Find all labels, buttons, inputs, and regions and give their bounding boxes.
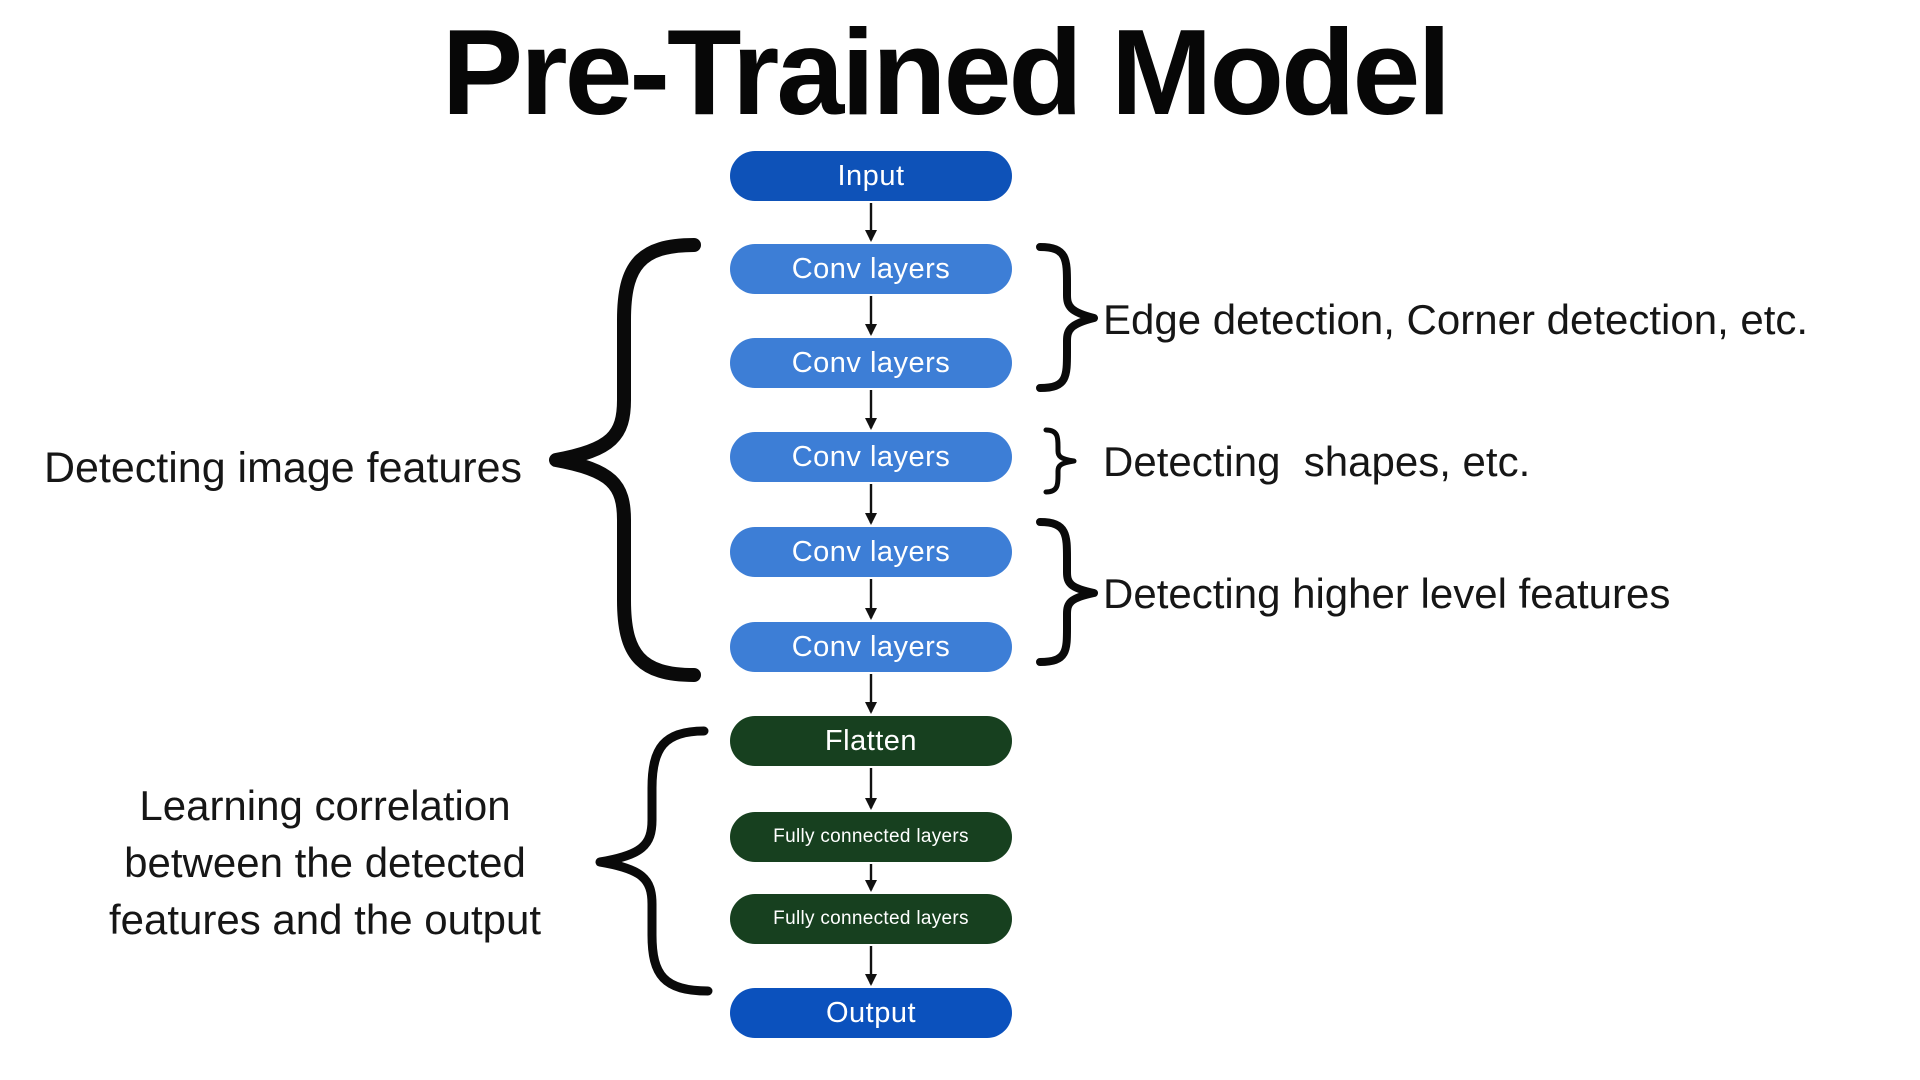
page-title: Pre-Trained Model [441,4,1452,140]
node-label: Conv layers [791,252,951,285]
node-label: Flatten [824,724,918,757]
node-fc-1: Fully connected layers [730,812,1012,862]
left-dense-brace [595,726,713,996]
right-higher-brace [1036,518,1098,666]
node-label: Fully connected layers [773,826,969,847]
node-label: Conv layers [791,440,951,473]
annotation-line: features and the output [109,896,541,943]
annotation-line: Learning correlation [139,782,511,829]
node-conv-4: Conv layers [730,527,1012,577]
annotation-detecting-shapes: Detecting shapes, etc. [1103,438,1531,485]
node-label: Conv layers [791,630,951,663]
annotation-detecting-image-features: Detecting image features [43,444,522,492]
annotation-higher-level-features: Detecting higher level features [1103,570,1671,617]
annotation-edge-detection: Edge detection, Corner detection, etc. [1103,296,1809,343]
left-conv-brace [549,238,701,682]
node-conv-2: Conv layers [730,338,1012,388]
node-conv-3: Conv layers [730,432,1012,482]
node-conv-5: Conv layers [730,622,1012,672]
node-label: Conv layers [791,535,951,568]
right-edge-brace [1036,243,1098,392]
node-label: Output [825,996,917,1029]
right-shapes-brace [1043,427,1077,495]
annotation-learning-correlation: Learning correlation between the detecte… [95,777,555,948]
node-input: Input [730,151,1012,201]
node-fc-2: Fully connected layers [730,894,1012,944]
annotation-line: between the detected [124,839,526,886]
node-label: Input [837,159,905,192]
node-flatten: Flatten [730,716,1012,766]
node-label: Fully connected layers [773,908,969,929]
node-conv-1: Conv layers [730,244,1012,294]
node-output: Output [730,988,1012,1038]
node-label: Conv layers [791,346,951,379]
